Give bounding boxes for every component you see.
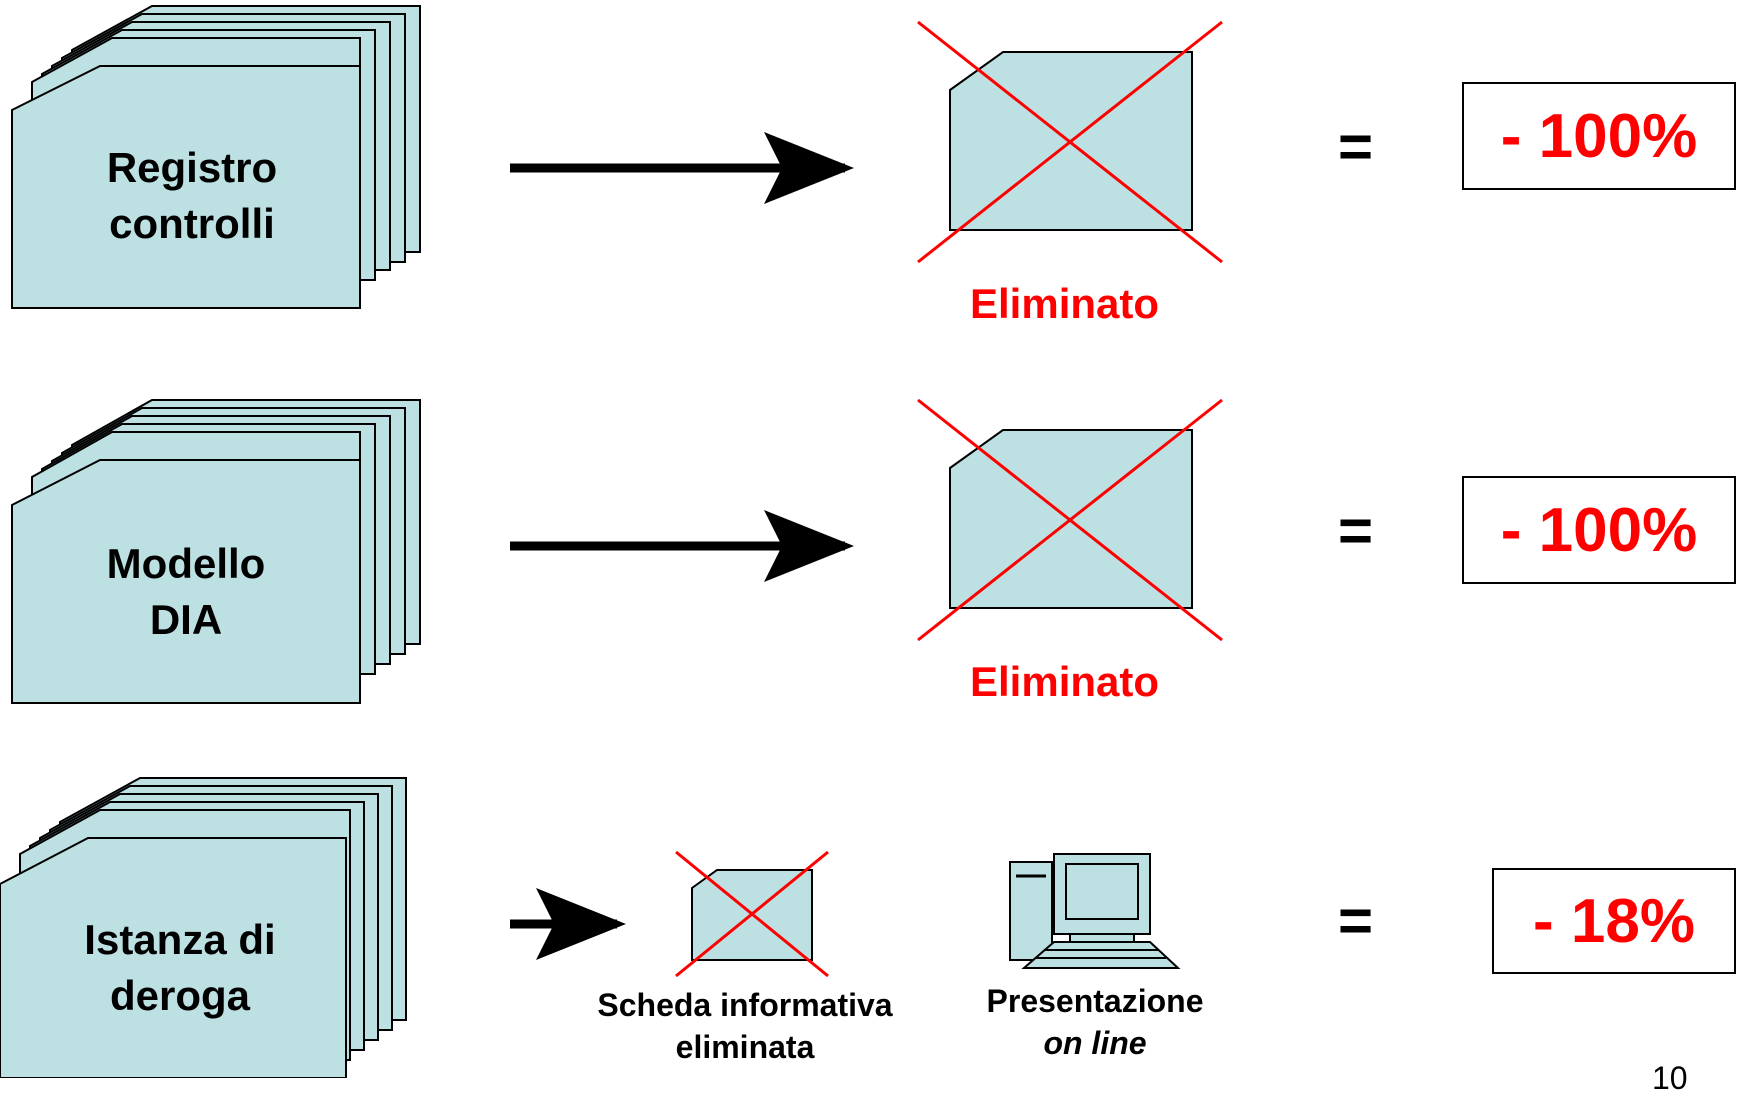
document-label-registro-line2: controlli [109,200,275,247]
document-stack-istanza [0,777,407,1078]
result-box-row2: - 100% [1462,476,1736,584]
status-eliminato-row2: Eliminato [970,658,1160,705]
document-stack-modello [11,399,421,704]
computer-icon [1009,853,1181,969]
presentazione-label: Presentazione on line [950,980,1240,1064]
equals-sign-row1: = [1338,113,1374,180]
scheda-label: Scheda informativa eliminata [560,984,930,1068]
crossed-document-row1 [917,20,1223,264]
document-label-istanza-line1: Istanza di [84,916,276,963]
equals-sign-row2: = [1338,497,1374,564]
presentazione-label-line1: Presentazione [986,983,1204,1019]
document-stack-registro [11,5,421,309]
presentazione-label-line2: on line [1043,1025,1147,1061]
scheda-label-line2: eliminata [675,1029,815,1065]
document-label-modello-line2: DIA [149,596,223,643]
result-box-row1: - 100% [1462,82,1736,190]
crossed-document-scheda [675,850,829,978]
crossed-document-row2 [917,398,1223,642]
document-label-modello-line1: Modello [106,540,266,587]
document-label-istanza-line2: deroga [109,972,251,1019]
document-label-registro-line1: Registro [106,144,278,191]
document-label-modello: Modello DIA [36,536,336,648]
page-number: 10 [1652,1060,1688,1096]
result-box-row3: - 18% [1492,868,1736,974]
equals-sign-row3: = [1338,887,1374,954]
status-eliminato-row1: Eliminato [970,280,1160,327]
document-label-registro: Registro controlli [42,140,342,252]
document-label-istanza: Istanza di deroga [30,912,330,1024]
scheda-label-line1: Scheda informativa [597,987,893,1023]
